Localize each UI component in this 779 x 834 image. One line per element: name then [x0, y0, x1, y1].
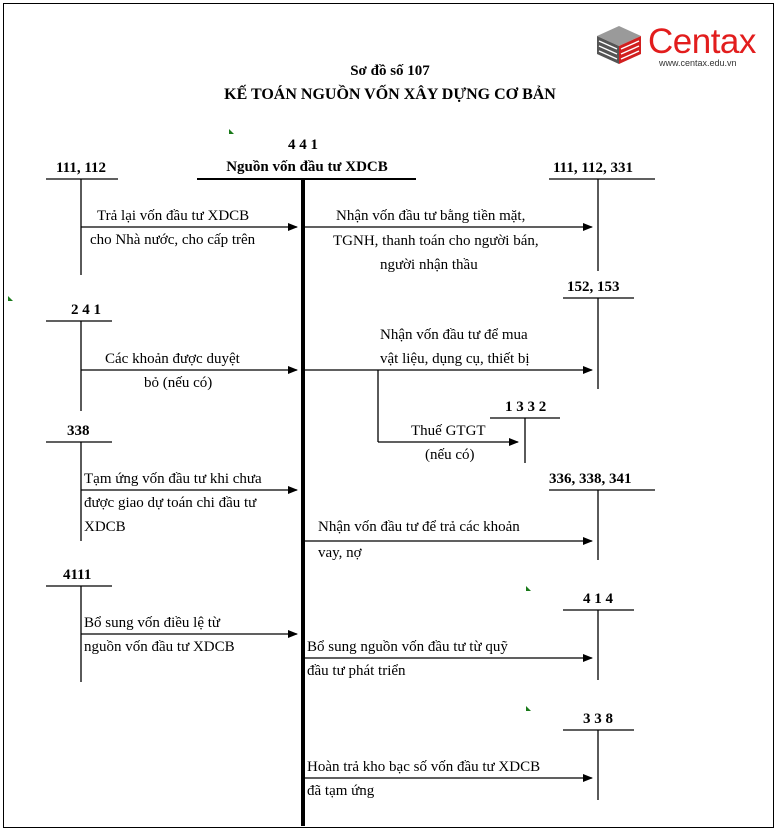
- account-241: 2 4 1: [71, 302, 101, 318]
- diagram-frame: [3, 3, 774, 828]
- entry-refund-treasury-l1: Hoàn trả kho bạc số vốn đầu tư XDCB: [307, 759, 541, 775]
- account-338-right: 3 3 8: [583, 711, 613, 727]
- account-336-338-341: 336, 338, 341: [549, 471, 632, 487]
- entry-vat-l2: (nếu có): [425, 447, 475, 463]
- account-111-112-331: 111, 112, 331: [553, 160, 634, 176]
- entry-advance-l2: được giao dự toán chi đầu tư: [84, 495, 257, 511]
- entry-vat-l1: Thuế GTGT: [411, 423, 486, 439]
- entry-approved-writeoff-l2: bỏ (nếu có): [144, 375, 213, 391]
- green-mark-icon: [526, 706, 531, 711]
- account-4111: 4111: [63, 567, 92, 583]
- account-152-153: 152, 153: [567, 279, 620, 295]
- entry-advance-l3: XDCB: [84, 519, 126, 535]
- centax-cube-icon: [597, 26, 641, 64]
- entry-buy-materials-l2: vật liệu, dụng cụ, thiết bị: [380, 351, 530, 367]
- centax-logo: Centax www.centax.edu.vn: [593, 20, 765, 70]
- entry-dev-fund-l1: Bổ sung nguồn vốn đầu tư từ quỹ: [307, 639, 508, 655]
- entry-return-capital-l2: cho Nhà nước, cho cấp trên: [90, 232, 256, 248]
- main-account-name: Nguồn vốn đầu tư XDCB: [226, 159, 388, 175]
- logo-website: www.centax.edu.vn: [659, 58, 737, 68]
- logo-brand: Centax: [648, 22, 756, 61]
- green-mark-icon: [229, 129, 234, 134]
- green-mark-icon: [526, 586, 531, 591]
- entry-receive-cash-l1: Nhận vốn đầu tư bằng tiền mặt,: [336, 208, 526, 224]
- account-1332: 1 3 3 2: [505, 399, 547, 415]
- entry-approved-writeoff-l1: Các khoản được duyệt: [105, 351, 240, 367]
- entry-charter-capital-l1: Bổ sung vốn điều lệ từ: [84, 615, 221, 631]
- entry-repay-loans-l1: Nhận vốn đầu tư để trả các khoản: [318, 519, 520, 535]
- entry-charter-capital-l2: nguồn vốn đầu tư XDCB: [84, 639, 235, 655]
- entry-advance-l1: Tạm ứng vốn đầu tư khi chưa: [84, 471, 262, 487]
- entry-buy-materials-l1: Nhận vốn đầu tư để mua: [380, 327, 528, 343]
- entry-repay-loans-l2: vay, nợ: [318, 545, 362, 561]
- entry-refund-treasury-l2: đã tạm ứng: [307, 783, 375, 799]
- account-414: 4 1 4: [583, 591, 613, 607]
- green-mark-icon: [8, 296, 13, 301]
- entry-receive-cash-l2: TGNH, thanh toán cho người bán,: [333, 233, 539, 249]
- entry-dev-fund-l2: đầu tư phát triển: [307, 663, 406, 679]
- diagram-title: KẾ TOÁN NGUỒN VỐN XÂY DỰNG CƠ BẢN: [224, 86, 556, 103]
- diagram-number: Sơ đồ số 107: [350, 63, 430, 79]
- account-338-left: 338: [67, 423, 90, 439]
- account-111-112: 111, 112: [56, 160, 107, 176]
- entry-receive-cash-l3: người nhận thầu: [380, 257, 478, 273]
- entry-return-capital-l1: Trả lại vốn đầu tư XDCB: [97, 208, 250, 224]
- main-account-code: 4 4 1: [288, 137, 318, 153]
